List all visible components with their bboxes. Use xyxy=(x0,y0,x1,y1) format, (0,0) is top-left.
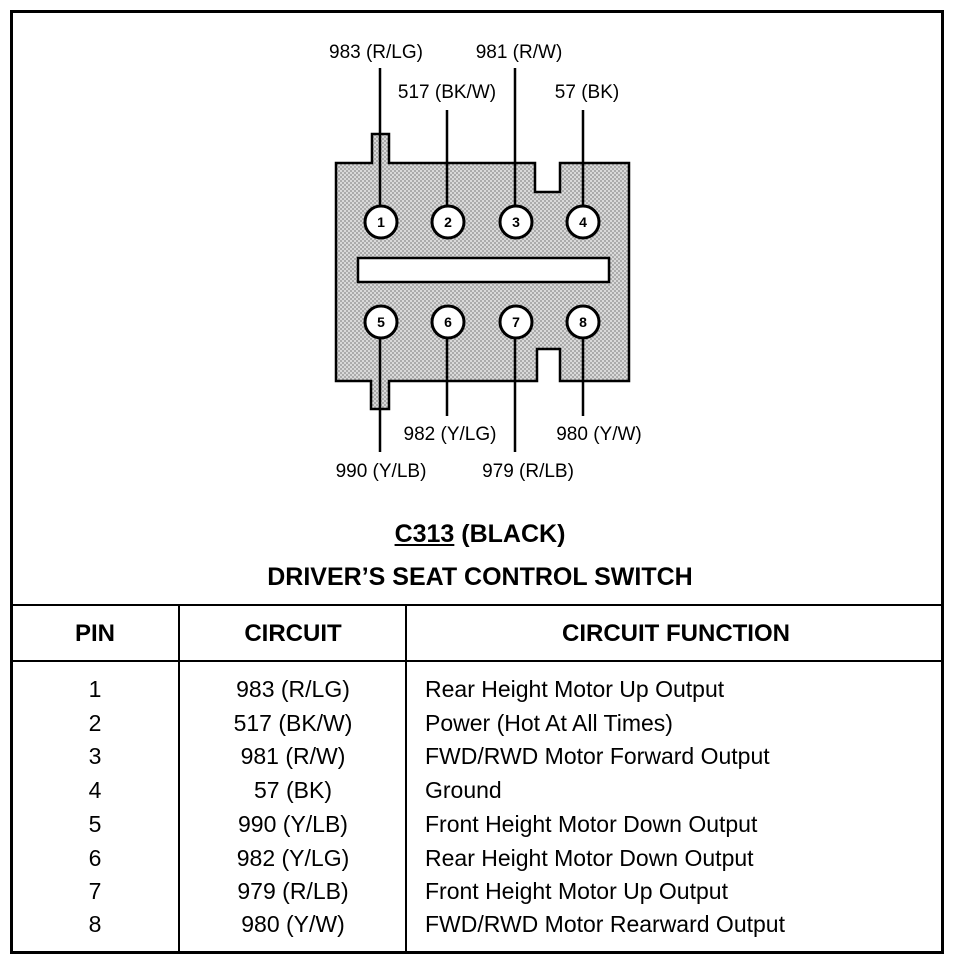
pin-column: PIN 1 2 3 4 5 6 7 8 xyxy=(11,604,179,954)
pin-6: 6 xyxy=(430,304,466,340)
svg-text:1: 1 xyxy=(377,214,385,230)
connector-code: C313 xyxy=(394,520,455,548)
cell-pin: 5 xyxy=(88,811,102,837)
cell-pin: 6 xyxy=(88,845,102,871)
table-top-border xyxy=(11,604,944,606)
cell-pin: 8 xyxy=(88,911,102,937)
connector-diagram: 1 2 3 4 5 6 7 8 983 (R/LG) 517 (BK/W) 98… xyxy=(329,42,642,482)
function-column: CIRCUIT FUNCTION Rear Height Motor Up Ou… xyxy=(408,604,944,954)
svg-text:8: 8 xyxy=(579,314,587,330)
svg-text:6: 6 xyxy=(444,314,452,330)
wire-label-2: 517 (BK/W) xyxy=(398,82,496,103)
cell-circuit: 982 (Y/LG) xyxy=(236,845,350,871)
pin-5: 5 xyxy=(363,304,399,340)
cell-circuit: 981 (R/W) xyxy=(240,743,346,769)
cell-pin: 7 xyxy=(88,878,102,904)
connector-subtitle: DRIVER’S SEAT CONTROL SWITCH xyxy=(267,563,693,591)
cell-function: Front Height Motor Down Output xyxy=(425,811,758,837)
header-pin: PIN xyxy=(74,620,115,647)
connector-title: C313 (BLACK) xyxy=(0,520,960,549)
wire-label-5: 990 (Y/LB) xyxy=(336,461,427,482)
cell-function: Power (Hot At All Times) xyxy=(425,710,673,736)
cell-circuit: 980 (Y/W) xyxy=(241,911,345,937)
pin-8: 8 xyxy=(565,304,601,340)
cell-function: Front Height Motor Up Output xyxy=(425,878,728,904)
cell-function: Rear Height Motor Down Output xyxy=(425,845,754,871)
table-header-divider xyxy=(11,660,944,662)
cell-pin: 3 xyxy=(88,743,102,769)
cell-function: FWD/RWD Motor Rearward Output xyxy=(425,911,785,937)
pin-table: PIN 1 2 3 4 5 6 7 8 CIRCUIT 983 (R/LG) 5… xyxy=(11,604,944,954)
table-divider-2 xyxy=(405,604,407,954)
header-circuit: CIRCUIT xyxy=(244,620,342,647)
cell-pin: 2 xyxy=(88,710,102,736)
connector-color: (BLACK) xyxy=(461,520,566,548)
cell-circuit: 57 (BK) xyxy=(254,777,332,803)
wire-label-3: 981 (R/W) xyxy=(476,42,563,63)
pin-2: 2 xyxy=(430,204,466,240)
cell-circuit: 990 (Y/LB) xyxy=(238,811,348,837)
wire-label-4: 57 (BK) xyxy=(555,82,619,103)
pin-4: 4 xyxy=(565,204,601,240)
svg-text:2: 2 xyxy=(444,214,452,230)
pin-7: 7 xyxy=(498,304,534,340)
cell-circuit: 979 (R/LB) xyxy=(237,878,349,904)
table-divider-1 xyxy=(178,604,180,954)
cell-function: FWD/RWD Motor Forward Output xyxy=(425,743,770,769)
cell-function: Ground xyxy=(425,777,502,803)
pin-1: 1 xyxy=(363,204,399,240)
wire-label-6: 982 (Y/LG) xyxy=(404,424,497,445)
svg-text:5: 5 xyxy=(377,314,385,330)
wire-label-7: 979 (R/LB) xyxy=(482,461,574,482)
header-circuit-function: CIRCUIT FUNCTION xyxy=(562,620,790,647)
pin-3: 3 xyxy=(498,204,534,240)
diagram-frame xyxy=(10,10,944,954)
cell-circuit: 517 (BK/W) xyxy=(233,710,353,736)
cell-function: Rear Height Motor Up Output xyxy=(425,676,725,702)
circuit-column: CIRCUIT 983 (R/LG) 517 (BK/W) 981 (R/W) … xyxy=(180,604,406,954)
wire-label-1: 983 (R/LG) xyxy=(329,42,423,63)
cell-pin: 1 xyxy=(88,676,102,702)
wire-label-8: 980 (Y/W) xyxy=(556,424,642,445)
connector-key-bar xyxy=(356,256,611,284)
cell-circuit: 983 (R/LG) xyxy=(236,676,350,702)
cell-pin: 4 xyxy=(88,777,102,803)
svg-text:7: 7 xyxy=(512,314,520,330)
svg-text:4: 4 xyxy=(579,214,587,230)
svg-text:3: 3 xyxy=(512,214,520,230)
